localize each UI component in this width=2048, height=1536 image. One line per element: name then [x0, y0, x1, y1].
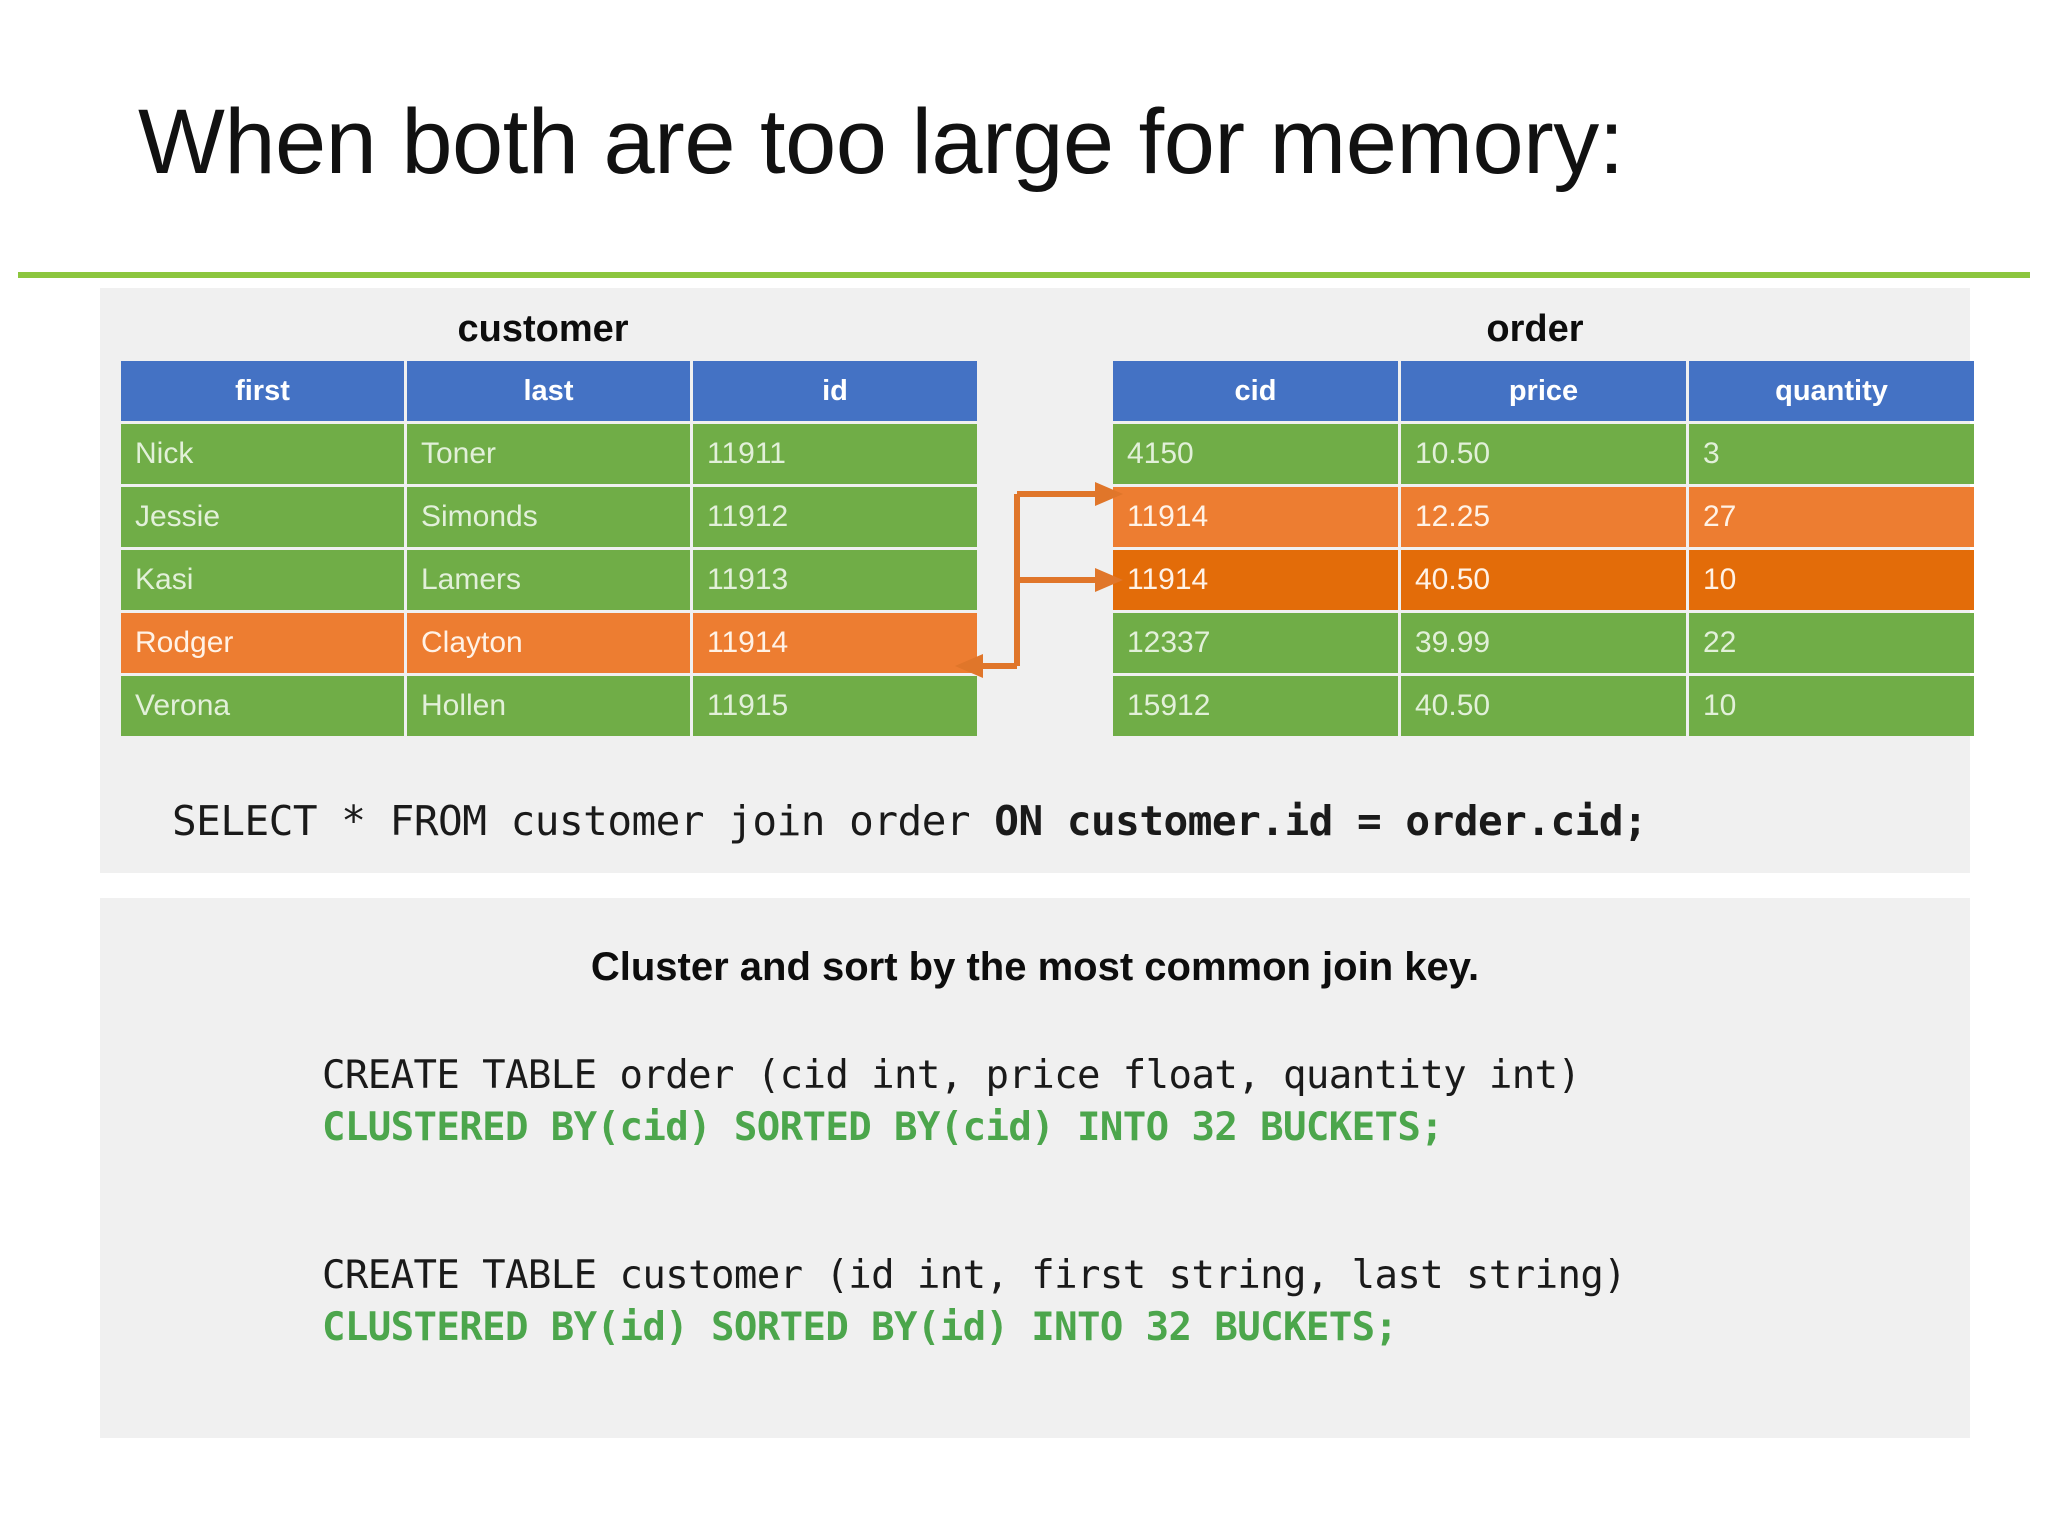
cell-cid: 4150 — [1113, 424, 1398, 484]
column-header-quantity: quantity — [1689, 361, 1974, 421]
cell-cid: 11914 — [1113, 550, 1398, 610]
customer-table: first last id Nick Toner 11911 Jessie Si… — [118, 358, 980, 739]
table-row: Nick Toner 11911 — [121, 424, 977, 484]
cell-last: Simonds — [407, 487, 690, 547]
order-table: cid price quantity 4150 10.50 3 11914 12… — [1110, 358, 1977, 739]
title-divider-rule — [18, 272, 2030, 278]
customer-create-line1: CREATE TABLE customer (id int, first str… — [322, 1253, 1627, 1298]
cell-last: Toner — [407, 424, 690, 484]
table-row: Verona Hollen 11915 — [121, 676, 977, 736]
cell-id: 11913 — [693, 550, 977, 610]
order-table-header-row: cid price quantity — [1113, 361, 1974, 421]
column-header-cid: cid — [1113, 361, 1398, 421]
customer-create-statement: CREATE TABLE customer (id int, first str… — [322, 1250, 1627, 1354]
table-row: Kasi Lamers 11913 — [121, 550, 977, 610]
table-row-highlighted: Rodger Clayton 11914 — [121, 613, 977, 673]
ddl-panel — [100, 898, 1970, 1438]
cell-last: Clayton — [407, 613, 690, 673]
customer-create-line2: CLUSTERED BY(id) SORTED BY(id) INTO 32 B… — [322, 1305, 1398, 1350]
cell-first: Verona — [121, 676, 404, 736]
cell-cid: 11914 — [1113, 487, 1398, 547]
table-row-highlighted: 11914 12.25 27 — [1113, 487, 1974, 547]
select-query-text: SELECT * FROM customer join order ON cus… — [172, 797, 1648, 845]
order-create-line2: CLUSTERED BY(cid) SORTED BY(cid) INTO 32… — [322, 1105, 1444, 1150]
cell-price: 10.50 — [1401, 424, 1686, 484]
cell-cid: 15912 — [1113, 676, 1398, 736]
cell-quantity: 3 — [1689, 424, 1974, 484]
order-table-caption: order — [1486, 308, 1584, 350]
cell-price: 39.99 — [1401, 613, 1686, 673]
order-create-statement: CREATE TABLE order (cid int, price float… — [322, 1050, 1581, 1154]
table-row-highlighted: 11914 40.50 10 — [1113, 550, 1974, 610]
cell-quantity: 10 — [1689, 550, 1974, 610]
select-query-part1: SELECT * FROM customer join order — [172, 797, 995, 845]
cell-price: 40.50 — [1401, 550, 1686, 610]
column-header-first: first — [121, 361, 404, 421]
select-query-part2: ON customer.id = order.cid; — [994, 797, 1648, 845]
column-header-price: price — [1401, 361, 1686, 421]
cell-id: 11914 — [693, 613, 977, 673]
cell-quantity: 22 — [1689, 613, 1974, 673]
cell-price: 40.50 — [1401, 676, 1686, 736]
customer-table-header-row: first last id — [121, 361, 977, 421]
table-row: 4150 10.50 3 — [1113, 424, 1974, 484]
column-header-id: id — [693, 361, 977, 421]
customer-table-caption: customer — [457, 308, 629, 350]
cell-id: 11915 — [693, 676, 977, 736]
table-row: 12337 39.99 22 — [1113, 613, 1974, 673]
cell-first: Rodger — [121, 613, 404, 673]
cell-quantity: 27 — [1689, 487, 1974, 547]
table-row: 15912 40.50 10 — [1113, 676, 1974, 736]
cell-last: Lamers — [407, 550, 690, 610]
table-row: Jessie Simonds 11912 — [121, 487, 977, 547]
cell-id: 11911 — [693, 424, 977, 484]
cell-first: Nick — [121, 424, 404, 484]
cell-last: Hollen — [407, 676, 690, 736]
cell-cid: 12337 — [1113, 613, 1398, 673]
column-header-last: last — [407, 361, 690, 421]
cell-id: 11912 — [693, 487, 977, 547]
cluster-heading: Cluster and sort by the most common join… — [590, 945, 1480, 989]
cell-first: Kasi — [121, 550, 404, 610]
cell-first: Jessie — [121, 487, 404, 547]
order-create-line1: CREATE TABLE order (cid int, price float… — [322, 1053, 1581, 1098]
cell-quantity: 10 — [1689, 676, 1974, 736]
page-title: When both are too large for memory: — [138, 91, 1624, 193]
cell-price: 12.25 — [1401, 487, 1686, 547]
